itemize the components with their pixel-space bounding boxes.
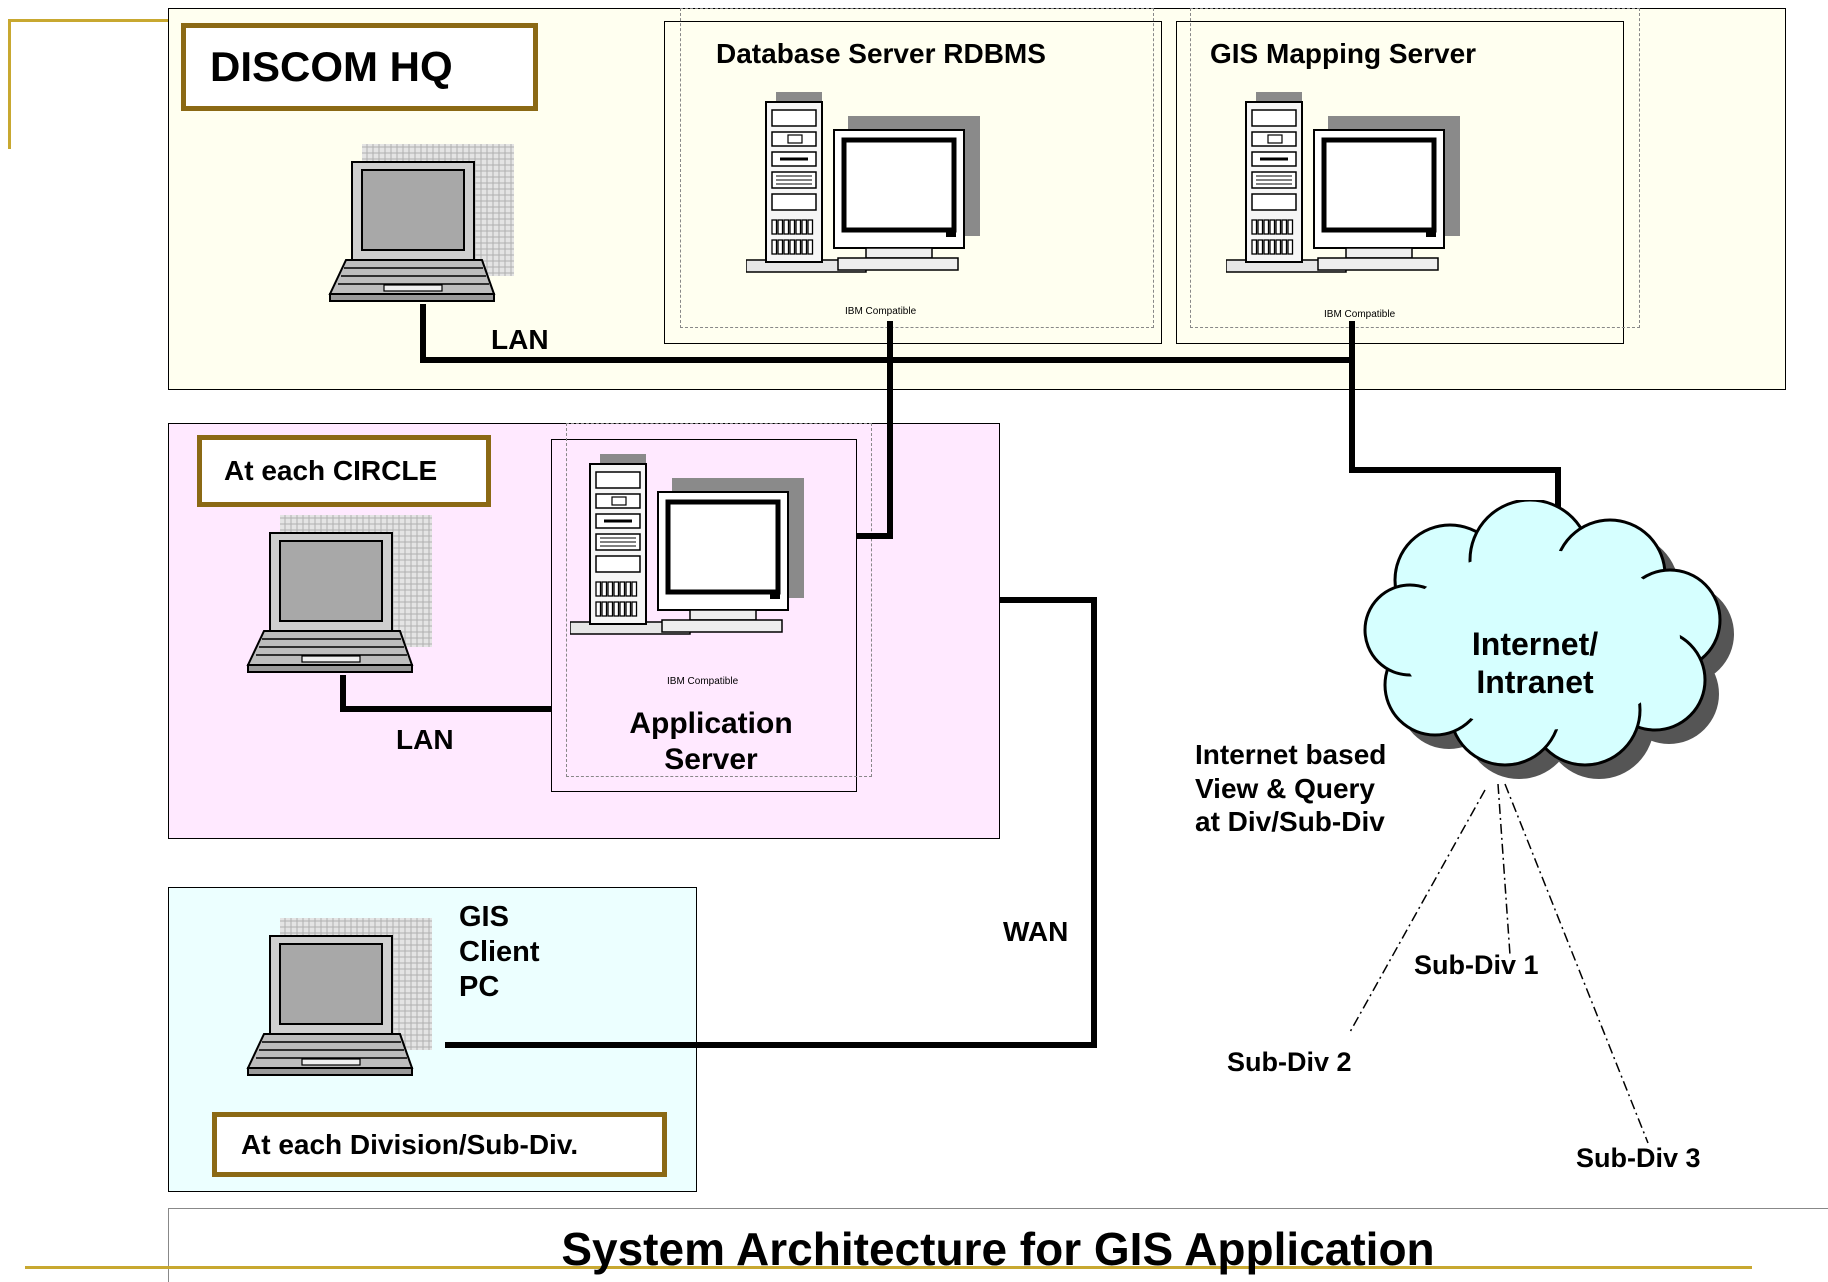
internet-cloud-label: Internet/ Intranet [1460, 625, 1610, 702]
discom-hq-title-text: DISCOM HQ [210, 43, 453, 90]
app-server-box [551, 439, 857, 792]
footer-box [168, 1208, 1828, 1282]
gis-client-pc-line-2: Client [459, 935, 540, 968]
gis-client-pc-label: GIS Client PC [459, 900, 540, 1004]
subdiv1-label: Sub-Div 1 [1414, 950, 1539, 980]
circle-title: At each CIRCLE [197, 435, 491, 507]
gis-server-box [1176, 21, 1624, 344]
gis-server-label: GIS Mapping Server [1210, 38, 1477, 69]
subdiv2-label: Sub-Div 2 [1227, 1047, 1352, 1077]
gis-client-pc-line-1: GIS [459, 901, 509, 933]
diagram-title: System Architecture for GIS Application [561, 1223, 1435, 1275]
division-title-text: At each Division/Sub-Div. [241, 1128, 579, 1160]
wan-line [445, 597, 1097, 1048]
internet-cloud-line-1: Internet/ [1471, 626, 1599, 662]
bottom-accent-rule [25, 1266, 1752, 1269]
app-server-label-line-1: Application [629, 707, 793, 740]
internet-query-line-3: at Div/Sub-Div [1195, 806, 1385, 838]
division-title: At each Division/Sub-Div. [212, 1112, 667, 1177]
discom-hq-title: DISCOM HQ [181, 23, 538, 111]
left-accent-rule [8, 19, 11, 149]
internet-cloud-line-2: Intranet [1476, 664, 1594, 701]
gis-to-internet-line [1349, 360, 1561, 537]
app-server-dotted-frame [566, 423, 872, 777]
internet-query-label: Internet based View & Query at Div/Sub-D… [1195, 738, 1386, 839]
wan-label: WAN [1003, 916, 1069, 947]
internet-cloud-icon [1363, 500, 1734, 779]
subdiv1-link [1497, 783, 1511, 956]
subdiv2-link [1349, 789, 1486, 1033]
app-server-label: Application Server [600, 706, 822, 778]
gis-server-dotted-frame [1190, 8, 1640, 328]
db-server-label: Database Server RDBMS [716, 38, 1046, 69]
internet-query-line-1: Internet based [1195, 739, 1387, 770]
circle-title-text: At each CIRCLE [224, 455, 438, 486]
circle-lan-line [340, 675, 551, 712]
hq-lan-line [420, 304, 1352, 363]
db-server-dotted-frame [680, 8, 1154, 328]
subdiv3-link [1504, 783, 1649, 1144]
db-server-ibm-label: IBM Compatible [845, 306, 917, 317]
internet-query-line-2: View & Query [1195, 772, 1376, 804]
subdiv3-label: Sub-Div 3 [1576, 1143, 1701, 1173]
db-server-box [664, 21, 1162, 344]
gis-client-pc-line-3: PC [459, 970, 500, 1003]
app-server-label-line-2: Server [664, 743, 758, 776]
hq-lan-label: LAN [491, 324, 549, 355]
gis-server-ibm-label: IBM Compatible [1324, 309, 1396, 320]
circle-lan-label: LAN [396, 724, 454, 755]
app-server-ibm-label: IBM Compatible [667, 676, 739, 687]
hq-to-app-server-line [857, 360, 893, 539]
